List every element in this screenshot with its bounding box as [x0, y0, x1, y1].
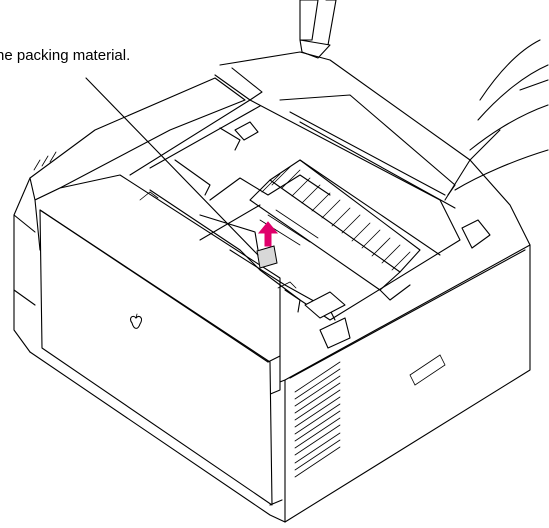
paper-guide [199, 174, 351, 349]
front-cover [34, 174, 297, 506]
packing-material [199, 214, 278, 269]
printer-lid [299, 0, 549, 201]
pull-arrow-icon [257, 221, 279, 247]
apple-logo-icon [129, 313, 143, 329]
callout-leader-line [85, 77, 259, 256]
printer-interior [129, 94, 491, 321]
callout-label: he packing material. [0, 47, 131, 64]
vent-grille [294, 354, 446, 478]
